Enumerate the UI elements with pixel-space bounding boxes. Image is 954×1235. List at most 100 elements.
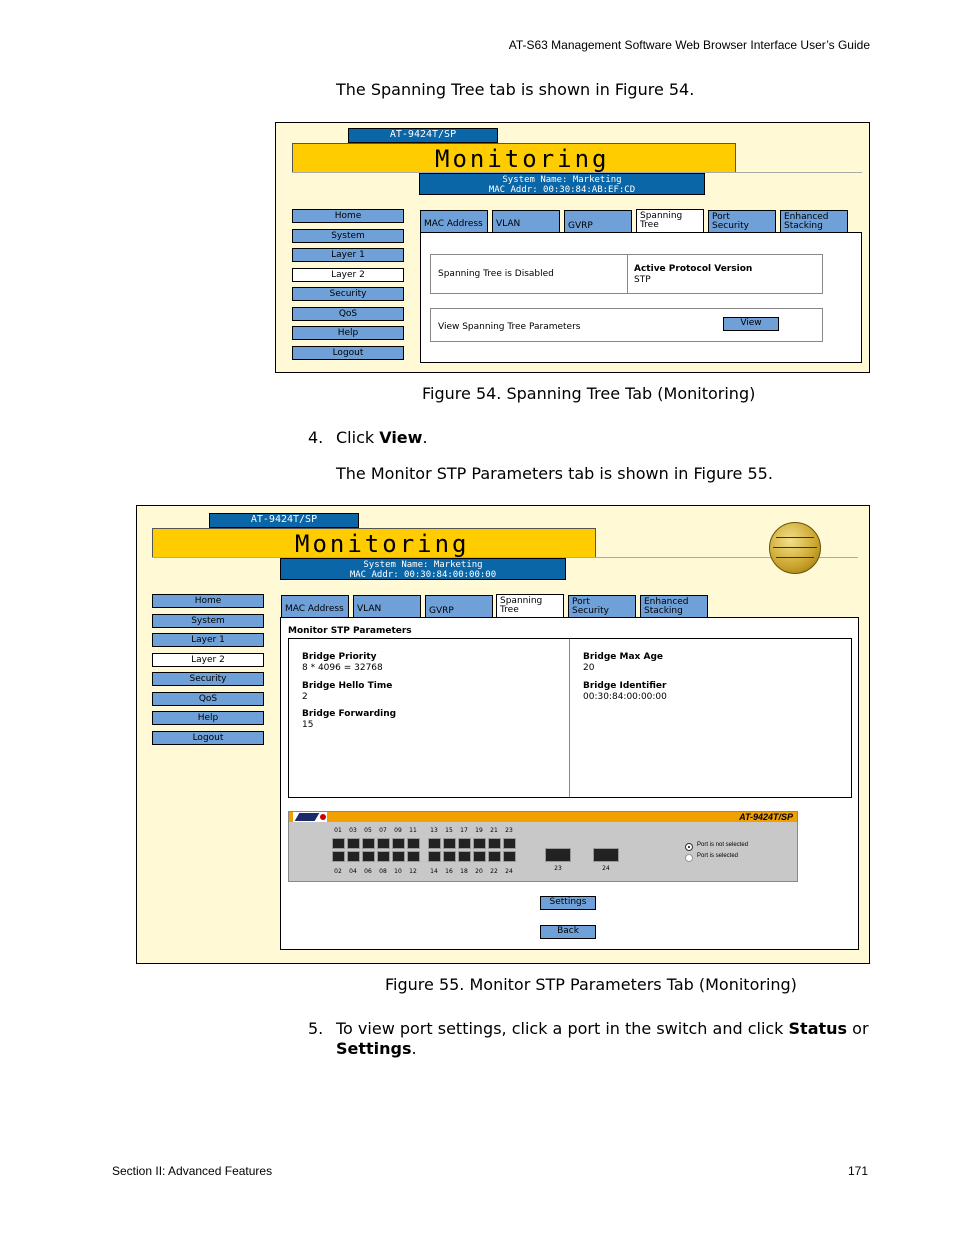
switch-port[interactable] [428,838,441,849]
tab-mac-address[interactable]: MAC Address [281,595,349,617]
page-number: 171 [847,1164,868,1178]
port-number-top: 19 [475,827,483,834]
port-number-top: 07 [379,827,387,834]
settings-button[interactable]: Settings [540,896,596,910]
nav-qos[interactable]: QoS [152,692,264,706]
switch-port[interactable] [377,851,390,862]
switch-port[interactable] [332,838,345,849]
switch-port[interactable] [443,838,456,849]
uplink-port[interactable] [593,848,619,862]
port-number-bottom: 14 [430,868,438,875]
monitoring-title: Monitoring [295,530,470,558]
tab-vlan[interactable]: VLAN [492,210,560,232]
monitoring-banner: Monitoring [152,528,596,558]
stp-parameters-panel: Monitor STP Parameters Bridge Priority 8… [280,617,859,950]
system-name: System Name: Marketing [363,560,483,570]
nav-help[interactable]: Help [152,711,264,725]
switch-port[interactable] [473,838,486,849]
switch-port[interactable] [347,851,360,862]
step-5-line-2: Settings. [336,1039,417,1058]
port-number-bottom: 20 [475,868,483,875]
step-5-line-1: To view port settings, click a port in t… [336,1019,869,1038]
switch-port[interactable] [488,851,501,862]
switch-port[interactable] [392,851,405,862]
switch-port[interactable] [407,851,420,862]
nav-help[interactable]: Help [292,326,404,340]
tab-gvrp[interactable]: GVRP [564,210,632,232]
nav-home[interactable]: Home [152,594,264,608]
port-number-top: 11 [409,827,417,834]
protocol-label: Active Protocol Version [634,264,753,274]
nav-layer-2[interactable]: Layer 2 [292,268,404,282]
protocol-value: STP [634,275,651,285]
model-label: AT-9424T/SP [348,128,498,143]
switch-port[interactable] [473,851,486,862]
tab-gvrp[interactable]: GVRP [425,595,493,617]
nav-qos[interactable]: QoS [292,307,404,321]
spanning-tree-panel: Spanning Tree is Disabled Active Protoco… [420,232,862,363]
figure-54-screenshot: AT-9424T/SP Monitoring System Name: Mark… [275,122,870,373]
switch-port[interactable] [392,838,405,849]
stp-status-box: Spanning Tree is Disabled Active Protoco… [430,254,823,294]
unselected-radio-icon [685,843,693,851]
system-info-bar: System Name: Marketing MAC Addr: 00:30:8… [280,558,566,580]
section-title: Monitor STP Parameters [288,626,412,636]
switch-port[interactable] [458,838,471,849]
system-info-bar: System Name: Marketing MAC Addr: 00:30:8… [419,173,705,195]
tab-mac-address[interactable]: MAC Address [420,210,488,232]
port-number-top: 05 [364,827,372,834]
port-number-bottom: 12 [409,868,417,875]
uplink-port-number: 24 [602,865,610,872]
port-number-bottom: 10 [394,868,402,875]
port-number-top: 21 [490,827,498,834]
port-number-top: 15 [445,827,453,834]
figure-55-intro: The Monitor STP Parameters tab is shown … [336,464,773,483]
switch-port[interactable] [362,838,375,849]
view-button[interactable]: View [723,317,779,331]
tab-vlan[interactable]: VLAN [353,595,421,617]
switch-port[interactable] [443,851,456,862]
nav-security[interactable]: Security [292,287,404,301]
port-number-top: 03 [349,827,357,834]
nav-layer-1[interactable]: Layer 1 [292,248,404,262]
switch-port[interactable] [488,838,501,849]
port-number-bottom: 18 [460,868,468,875]
nav-logout[interactable]: Logout [152,731,264,745]
bridge-identifier-value: 00:30:84:00:00:00 [583,692,667,702]
stp-status-text: Spanning Tree is Disabled [438,269,554,279]
nav-logout[interactable]: Logout [292,346,404,360]
switch-port[interactable] [503,851,516,862]
nav-security[interactable]: Security [152,672,264,686]
switch-port[interactable] [347,838,360,849]
nav-home[interactable]: Home [292,209,404,223]
switch-port[interactable] [332,851,345,862]
port-number-top: 17 [460,827,468,834]
port-number-bottom: 06 [364,868,372,875]
switch-port[interactable] [458,851,471,862]
nav-system[interactable]: System [152,614,264,628]
switch-port[interactable] [362,851,375,862]
nav-system[interactable]: System [292,229,404,243]
mac-address: MAC Addr: 00:30:84:AB:EF:CD [488,185,636,195]
port-number-bottom: 16 [445,868,453,875]
back-button[interactable]: Back [540,925,596,939]
switch-port[interactable] [407,838,420,849]
switch-port[interactable] [428,851,441,862]
switch-port[interactable] [377,838,390,849]
nav-layer-1[interactable]: Layer 1 [152,633,264,647]
switch-model-label: AT-9424T/SP [739,812,793,822]
model-label: AT-9424T/SP [209,513,359,528]
legend-not-selected: Port is not selected [697,842,749,848]
nav-layer-2[interactable]: Layer 2 [152,653,264,667]
allied-telesyn-logo-icon [293,812,327,822]
figure-55-screenshot: AT-9424T/SP Monitoring System Name: Mark… [136,505,870,964]
uplink-port[interactable] [545,848,571,862]
switch-port[interactable] [503,838,516,849]
footer-section: Section II: Advanced Features [112,1164,273,1178]
